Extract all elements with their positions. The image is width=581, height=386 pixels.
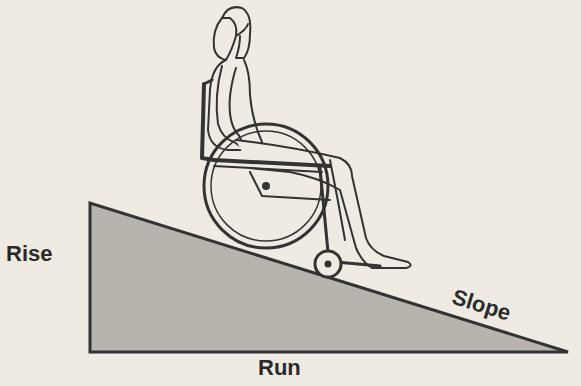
dimension-label: Run (258, 357, 301, 379)
ramp-triangle (90, 203, 568, 352)
dimension-label: Rise (6, 243, 52, 265)
wheelchair-user (202, 7, 411, 277)
